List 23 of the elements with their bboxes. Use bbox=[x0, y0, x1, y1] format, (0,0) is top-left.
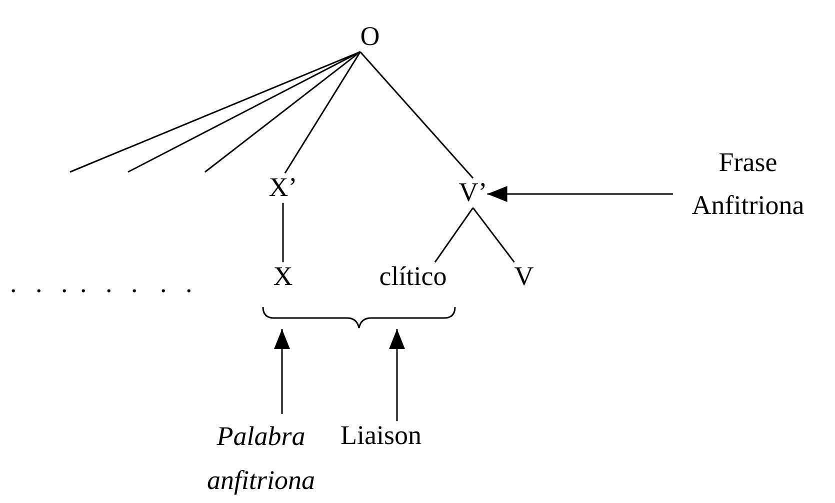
arrow bbox=[274, 329, 290, 414]
tree-label: O bbox=[360, 22, 380, 52]
ellipsis-dots: . . . bbox=[10, 268, 74, 299]
ellipsis-dots: . . bbox=[160, 268, 198, 299]
tree-branch-line bbox=[284, 51, 361, 174]
tree-label: X’ bbox=[268, 173, 298, 203]
tree-branch-line bbox=[472, 207, 515, 263]
ellipsis-dots: . . . bbox=[80, 268, 144, 299]
tree-label: X bbox=[273, 262, 293, 292]
tree-label: Frase Anfitriona bbox=[690, 146, 806, 222]
tree-label: V bbox=[514, 262, 534, 292]
tree-label: clítico bbox=[379, 262, 447, 292]
tree-label: V’ bbox=[458, 178, 488, 208]
tree-branch-line bbox=[434, 207, 474, 263]
tree-label: Liaison bbox=[340, 421, 422, 451]
tree-branch-line bbox=[204, 51, 361, 173]
arrow bbox=[487, 186, 673, 202]
tree-label: Palabra anfitriona bbox=[206, 420, 316, 497]
tree-branch-line bbox=[128, 51, 361, 173]
arrow bbox=[389, 329, 405, 422]
tree-branch-line bbox=[360, 51, 474, 179]
tree-branch-line bbox=[282, 202, 284, 262]
tree-branch-line bbox=[70, 51, 361, 173]
